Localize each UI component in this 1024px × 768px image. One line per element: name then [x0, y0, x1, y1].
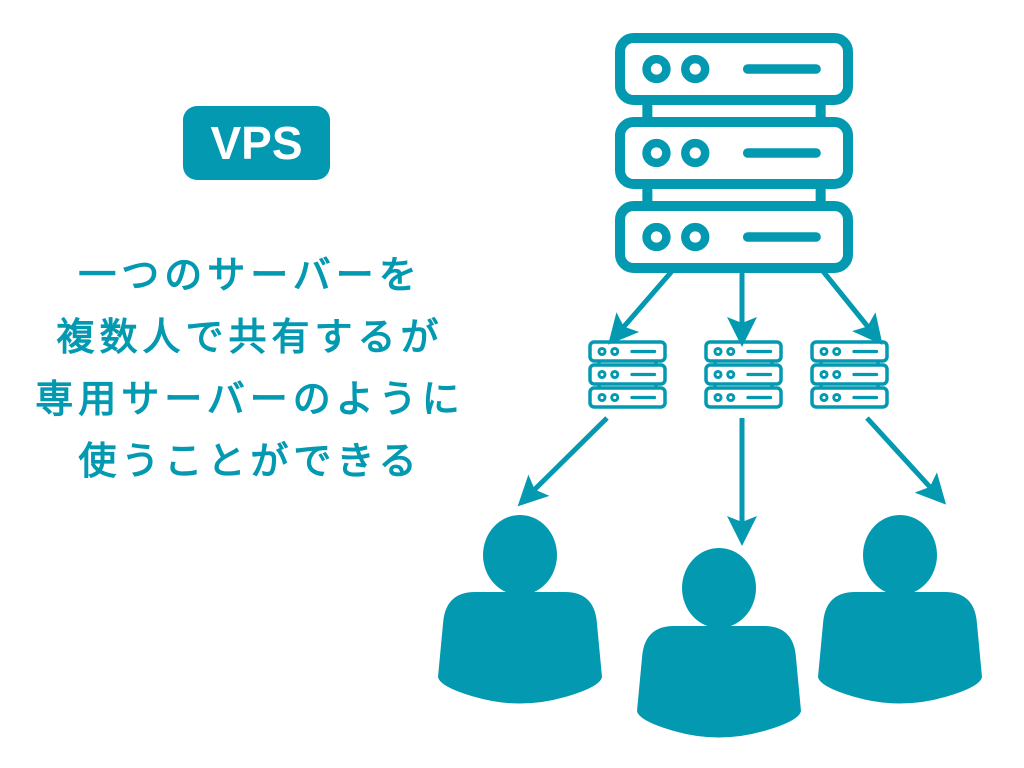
server-unit-frame: [810, 340, 889, 363]
led-icon: [713, 392, 723, 403]
arrow-to-user: [865, 416, 947, 505]
caption-line: 一つのサーバーを: [78, 253, 422, 297]
user-body: [818, 592, 982, 704]
server-unit: [615, 33, 853, 122]
led-icon: [832, 369, 842, 380]
led-icon: [726, 392, 736, 403]
main-server-icon: [615, 33, 853, 273]
vps-badge: VPS: [183, 106, 330, 180]
server-unit: [704, 363, 783, 388]
led-icon: [832, 392, 842, 403]
virtual-server-icon: [704, 340, 783, 409]
server-unit-frame: [615, 117, 853, 189]
user-head: [483, 515, 557, 595]
led-icon: [610, 346, 620, 357]
virtual-server-icon: [588, 340, 667, 409]
led-icon: [610, 392, 620, 403]
arrow-to-virtual-server: [820, 268, 883, 345]
user-icon: [818, 515, 982, 704]
user-head: [863, 515, 937, 595]
caption: 一つのサーバーを 複数人で共有するが 専用サーバーのように 使うことができる: [0, 244, 500, 492]
server-unit: [588, 340, 667, 365]
led-icon: [681, 222, 710, 252]
led-icon: [681, 54, 710, 84]
user-body: [637, 626, 801, 738]
led-icon: [642, 54, 671, 84]
led-icon: [681, 138, 710, 168]
arrow-to-virtual-server: [608, 268, 675, 345]
server-unit: [704, 340, 783, 365]
server-unit-frame: [588, 363, 667, 386]
user-head: [682, 548, 756, 628]
server-unit: [588, 386, 667, 409]
led-icon: [832, 346, 842, 357]
server-unit-frame: [615, 201, 853, 273]
led-icon: [726, 369, 736, 380]
led-icon: [597, 346, 607, 357]
caption-line: 使うことができる: [78, 439, 422, 483]
led-icon: [819, 346, 829, 357]
server-unit: [704, 386, 783, 409]
server-unit: [810, 340, 889, 365]
server-unit-frame: [810, 363, 889, 386]
led-icon: [642, 138, 671, 168]
led-icon: [713, 346, 723, 357]
led-icon: [819, 392, 829, 403]
server-unit: [615, 117, 853, 206]
caption-line: 専用サーバーのように: [35, 377, 465, 421]
server-unit-frame: [704, 363, 783, 386]
led-icon: [819, 369, 829, 380]
virtual-server-icon: [810, 340, 889, 409]
arrow-to-user: [517, 416, 609, 507]
led-icon: [597, 369, 607, 380]
led-icon: [610, 369, 620, 380]
led-icon: [713, 369, 723, 380]
server-unit: [810, 363, 889, 388]
user-body: [438, 592, 602, 704]
led-icon: [642, 222, 671, 252]
server-unit-frame: [588, 386, 667, 409]
server-unit-frame: [810, 386, 889, 409]
user-icon: [438, 515, 602, 704]
server-unit: [615, 201, 853, 273]
caption-line: 複数人で共有するが: [56, 315, 444, 359]
server-unit: [810, 386, 889, 409]
led-icon: [597, 392, 607, 403]
user-icon: [637, 548, 801, 738]
led-icon: [726, 346, 736, 357]
server-unit-frame: [704, 386, 783, 409]
server-unit-frame: [615, 33, 853, 105]
server-unit: [588, 363, 667, 388]
